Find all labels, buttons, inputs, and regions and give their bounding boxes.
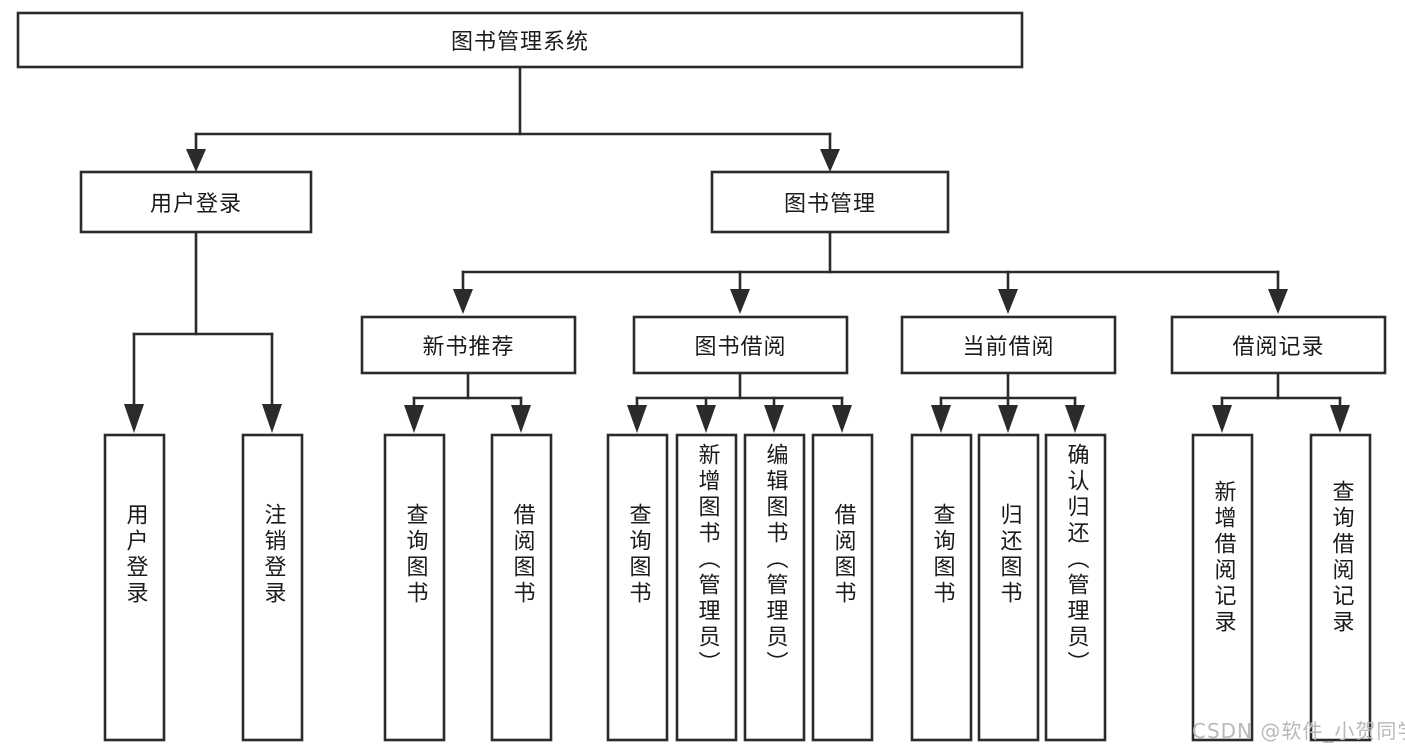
node-box-new-book-recommend[interactable] [360,315,577,375]
connector-newbook-to-leaves [404,371,531,433]
connector-root-to-level2 [186,65,840,172]
node-box-leaf-3[interactable] [490,433,553,742]
node-box-leaf-12[interactable] [1309,433,1372,742]
node-box-borrow-records[interactable] [1170,315,1387,375]
node-box-current-borrow[interactable] [900,315,1117,375]
node-box-leaf-7[interactable] [811,433,874,742]
connector-current-to-leaves [931,371,1085,433]
node-box-book-borrow[interactable] [632,315,849,375]
node-box-leaf-4[interactable] [606,433,669,742]
node-box-leaf-6[interactable] [743,433,806,742]
connector-borrow-to-leaves [627,371,852,433]
node-box-leaf-5[interactable] [675,433,738,742]
connector-records-to-leaves [1212,371,1350,433]
node-box-user-login[interactable] [79,170,313,234]
node-box-leaf-2[interactable] [383,433,446,742]
connector-userlogin-to-leaves [124,230,282,433]
node-box-root[interactable] [16,11,1024,69]
node-box-leaf-10[interactable] [1044,433,1107,742]
node-box-leaf-9[interactable] [977,433,1040,742]
node-box-leaf-8[interactable] [910,433,973,742]
node-box-book-management[interactable] [710,170,950,234]
connector-bookmgmt-to-level3 [453,230,1288,314]
node-box-leaf-0[interactable] [103,433,166,742]
node-box-leaf-1[interactable] [241,433,304,742]
node-box-leaf-11[interactable] [1191,433,1254,742]
